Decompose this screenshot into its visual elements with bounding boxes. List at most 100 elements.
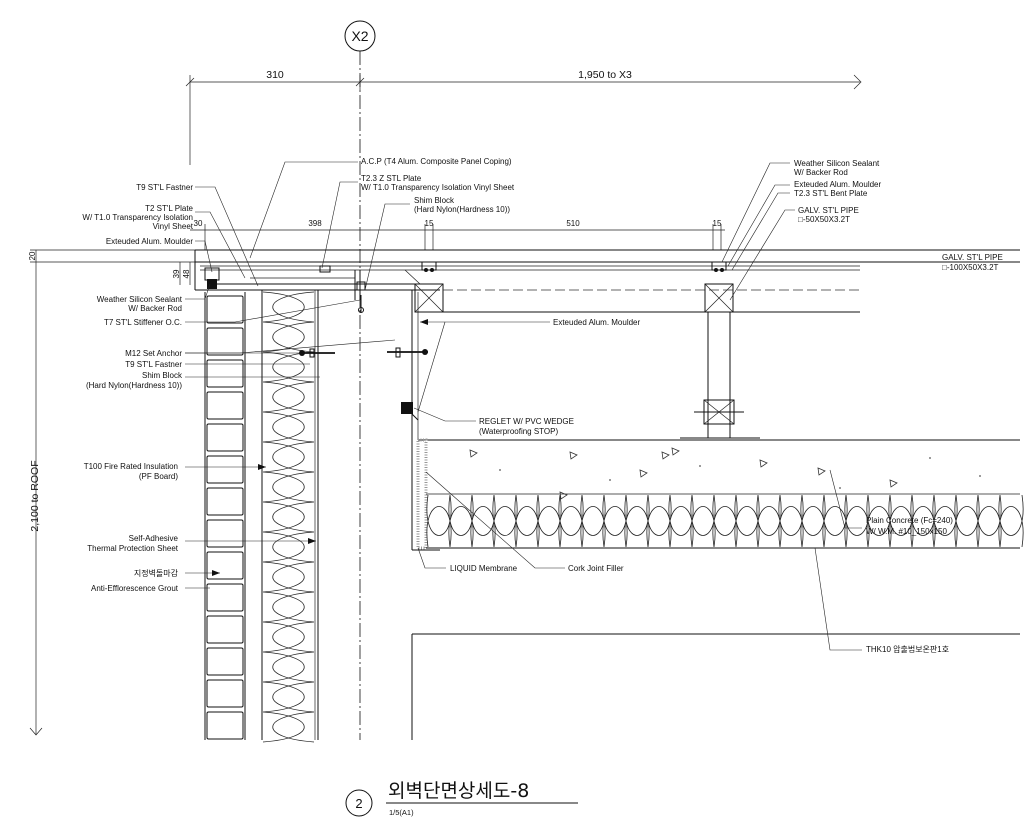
label-reglet-2: (Waterproofing STOP) (479, 427, 558, 436)
aggregate-dot (609, 479, 611, 481)
label-sealant-left-1: Weather Silicon Sealant (97, 295, 183, 304)
brick (206, 487, 244, 516)
dim-310: 310 (266, 69, 284, 81)
label-t2-plate-1: T2 ST'L Plate (145, 204, 193, 213)
label-thk10: THK10 압출법보온판1호 (866, 644, 949, 654)
label-ext-moulder-mid: Exteuded Alum. Moulder (553, 318, 640, 327)
roof-slab (412, 438, 1024, 551)
parapet-structure (401, 283, 444, 550)
brick (206, 711, 244, 740)
label-galv-small-2: □-50X50X3.2T (798, 215, 850, 224)
structural-slab (411, 633, 1020, 740)
label-liquid-membrane: LIQUID Membrane (450, 564, 518, 573)
aggregate-mark (889, 479, 898, 488)
aggregate-dot (929, 457, 931, 459)
label-acp: A.C.P (T4 Alum. Composite Panel Coping) (361, 157, 512, 166)
label-t2-plate-2: W/ T1.0 Transparency Isolation (82, 213, 193, 222)
label-selfadh-2: Thermal Protection Sheet (87, 544, 178, 553)
label-shim-mid-1: Shim Block (142, 371, 183, 380)
wall-insulation (261, 290, 319, 743)
label-t9-fastner-top: T9 ST'L Fastner (136, 183, 193, 192)
aggregate-dot (979, 475, 981, 477)
brick (206, 295, 244, 324)
label-ext-moulder-left: Exteuded Alum. Moulder (106, 237, 193, 246)
title-text: 외벽단면상세도-8 (388, 780, 529, 802)
aggregate-dot (839, 487, 841, 489)
label-m12-anchor: M12 Set Anchor (125, 349, 182, 358)
label-grout: Anti-Efflorescence Grout (91, 584, 179, 593)
concrete-aggregate-marks (469, 447, 981, 500)
label-zplate-2: W/ T1.0 Transparency Isolation Vinyl She… (361, 183, 515, 192)
stone-veneer (204, 292, 246, 740)
brick (206, 647, 244, 676)
label-t9-fastner-mid: T9 ST'L Fastner (125, 360, 182, 369)
label-shim-mid-2: (Hard Nylon(Hardness 10)) (86, 381, 182, 390)
aggregate-mark (661, 451, 670, 460)
label-t100-2: (PF Board) (139, 472, 178, 481)
galv-pipe-frame (421, 261, 860, 439)
brick (206, 327, 244, 356)
label-shim-top-2: (Hard Nylon(Hardness 10)) (414, 205, 510, 214)
left-annotations: T9 ST'L Fastner T2 ST'L Plate W/ T1.0 Tr… (82, 183, 193, 593)
dim-2100-to-roof: 2,100 to ROOF (29, 460, 41, 531)
brick (206, 423, 244, 452)
brick (206, 679, 244, 708)
grid-bubble-label: X2 (351, 28, 368, 44)
aggregate-mark (559, 491, 568, 500)
coping-vertical-dims: 20 39 48 (28, 249, 195, 285)
label-bent-plate: T2.3 ST'L Bent Plate (794, 189, 868, 198)
secondary-dimension-line: 30 398 15 510 15 (190, 219, 725, 250)
top-annotations: A.C.P (T4 Alum. Composite Panel Coping) … (361, 157, 515, 214)
label-galv-big-2: □-100X50X3.2T (942, 263, 999, 272)
label-sealant-right-1: Weather Silicon Sealant (794, 159, 880, 168)
label-concrete-2: W/ W.M. #10_150x150 (866, 527, 947, 536)
acp-coping (194, 249, 1020, 313)
aggregate-mark (469, 449, 478, 458)
label-cork-filler: Cork Joint Filler (568, 564, 624, 573)
label-sealant-left-2: W/ Backer Rod (128, 304, 182, 313)
aggregate-mark (817, 467, 826, 476)
label-galv-big-1: GALV. ST'L PIPE (942, 253, 1003, 262)
label-concrete-1: Plain Concrete (Fc=240) (866, 516, 953, 525)
right-annotations: Exteuded Alum. Moulder REGLET W/ PVC WED… (450, 159, 1003, 654)
brick (206, 615, 244, 644)
label-t2-plate-3: Vinyl Sheet (153, 222, 194, 231)
brick (206, 455, 244, 484)
label-shim-top-1: Shim Block (414, 196, 455, 205)
drawing-title: 2 외벽단면상세도-8 1/5(A1) (345, 780, 578, 817)
label-t7-stiffener: T7 ST'L Stiffener O.C. (104, 318, 182, 327)
aggregate-dot (499, 469, 501, 471)
aggregate-mark (759, 459, 768, 468)
dim-20: 20 (28, 251, 37, 260)
dim-15-right: 15 (713, 219, 722, 228)
aggregate-mark (639, 469, 648, 478)
grid-line-x2: X2 (344, 20, 376, 740)
label-reglet-1: REGLET W/ PVC WEDGE (479, 417, 574, 426)
label-sealant-right-2: W/ Backer Rod (794, 168, 848, 177)
label-galv-small-1: GALV. ST'L PIPE (798, 206, 859, 215)
m12-set-anchor (299, 347, 428, 358)
height-dimension-line: 2,100 to ROOF (29, 262, 43, 736)
dim-1950-to-x3: 1,950 to X3 (578, 69, 632, 81)
label-ext-moulder-right: Exteuded Alum. Moulder (794, 180, 881, 189)
title-scale: 1/5(A1) (389, 808, 414, 817)
leader-lines (185, 161, 862, 651)
brick-courses (206, 295, 244, 740)
brick (206, 359, 244, 388)
dim-30: 30 (194, 219, 203, 228)
label-t100-1: T100 Fire Rated Insulation (84, 462, 178, 471)
aggregate-mark (671, 447, 680, 456)
dim-398: 398 (308, 219, 322, 228)
dim-15-left: 15 (425, 219, 434, 228)
title-number: 2 (355, 796, 362, 811)
dim-39: 39 (172, 269, 181, 278)
dim-48: 48 (182, 269, 191, 278)
dim-510: 510 (566, 219, 580, 228)
label-selfadh-1: Self-Adhesive (129, 534, 179, 543)
brick (206, 519, 244, 548)
label-stone: 지정벽돌마감 (134, 568, 179, 578)
brick (206, 391, 244, 420)
top-dimension-line: 310 1,950 to X3 (185, 69, 862, 165)
aggregate-mark (569, 451, 578, 460)
